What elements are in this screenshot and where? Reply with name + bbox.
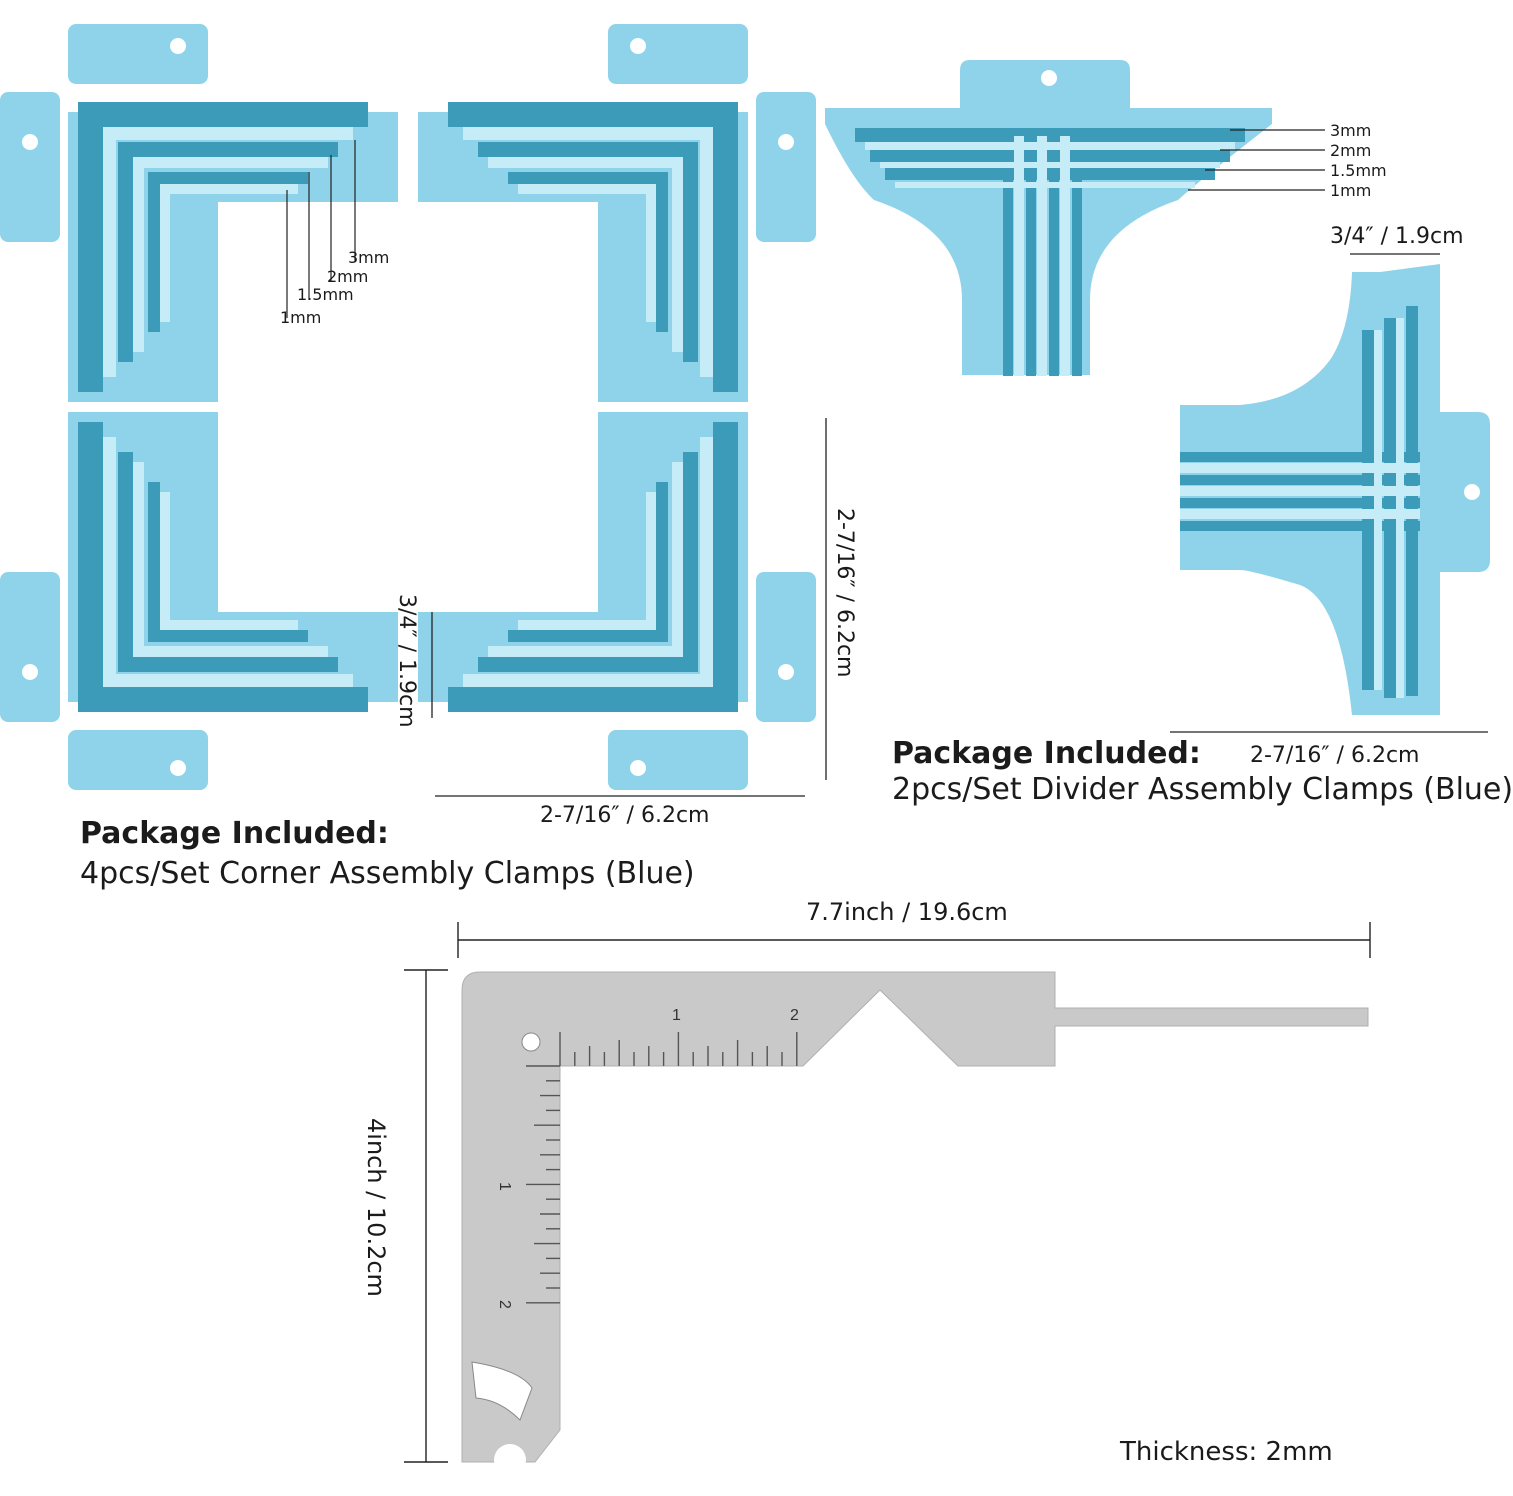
corner-depth-label: 3/4″ / 1.9cm (394, 594, 419, 728)
corner-width-label: 2-7/16″ / 6.2cm (540, 803, 709, 828)
corner-clamp-bottom-right (418, 412, 816, 790)
corner-package-heading: Package Included: (80, 816, 389, 851)
steel-l-ruler: 1 2 1 2 (461, 971, 1369, 1476)
ruler-thickness-label: Thickness: 2mm (1119, 1437, 1333, 1467)
corner-clamp-top-left (0, 24, 398, 402)
divider-gauge-1mm: 1mm (1330, 181, 1371, 200)
ruler-horizontal-ticks (559, 1032, 798, 1066)
corner-gauge-2mm: 2mm (327, 267, 368, 286)
divider-clamp-vertical (1180, 264, 1490, 715)
corner-gauge-1mm: 1mm (280, 308, 321, 327)
corner-height-label: 2-7/16″ / 6.2cm (832, 508, 857, 677)
divider-clamp-horizontal (825, 60, 1272, 376)
divider-gauge-3mm: 3mm (1330, 121, 1371, 140)
divider-gauge-callouts (1188, 129, 1325, 191)
ruler-scale-v-2: 2 (496, 1300, 513, 1309)
corner-gauge-3mm: 3mm (348, 248, 389, 267)
ruler-scale-h-2: 2 (790, 1007, 799, 1024)
ruler-scale-h-1: 1 (672, 1007, 681, 1024)
divider-depth-label: 3/4″ / 1.9cm (1330, 224, 1464, 249)
corner-clamp-bottom-left (0, 412, 398, 790)
corner-dimension-lines (431, 418, 827, 797)
ruler-length-label: 7.7inch / 19.6cm (806, 898, 1008, 926)
ruler-height-label: 4inch / 10.2cm (362, 1118, 390, 1297)
corner-gauge-1-5mm: 1.5mm (297, 285, 354, 304)
ruler-scale-v-1: 1 (496, 1182, 513, 1191)
divider-package-heading: Package Included: (892, 736, 1201, 771)
divider-width-label: 2-7/16″ / 6.2cm (1250, 743, 1419, 768)
divider-gauge-2mm: 2mm (1330, 141, 1371, 160)
ruler-dimension-lines (404, 922, 1371, 1463)
ruler-vertical-ticks (526, 1065, 560, 1304)
corner-clamp-top-right (418, 24, 816, 402)
divider-dimension-lines (1170, 253, 1488, 733)
divider-package-description: 2pcs/Set Divider Assembly Clamps (Blue) (892, 772, 1513, 807)
corner-package-description: 4pcs/Set Corner Assembly Clamps (Blue) (80, 856, 695, 891)
corner-gauge-callouts (286, 140, 356, 318)
divider-gauge-1-5mm: 1.5mm (1330, 161, 1387, 180)
